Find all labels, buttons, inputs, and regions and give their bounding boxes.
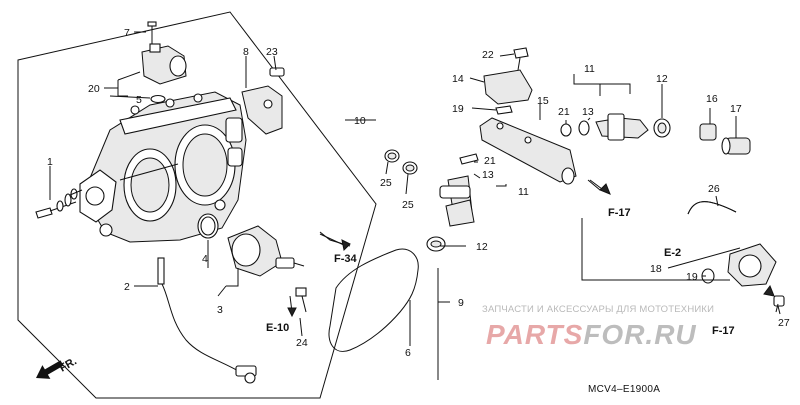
- bushings-16-17: [699, 123, 751, 155]
- ref-e10: E-10: [266, 322, 289, 334]
- callout-13a: 13: [482, 169, 494, 181]
- front-arrow-icon: [36, 360, 64, 379]
- callout-12a: 12: [476, 241, 488, 253]
- clips-25: [384, 149, 418, 175]
- callout-19a: 19: [452, 103, 464, 115]
- map-sensor-group: [141, 21, 187, 104]
- gasket-6: [328, 248, 419, 352]
- assembly-frame-10: [17, 11, 377, 399]
- callout-13b: 13: [582, 106, 594, 118]
- callout-6: 6: [405, 347, 411, 359]
- watermark-brand-part1: PARTS: [486, 319, 583, 350]
- throttle-body: [79, 91, 247, 243]
- callout-24: 24: [296, 337, 308, 349]
- callout-22: 22: [482, 49, 494, 61]
- pressure-regulator: [687, 201, 785, 315]
- injector-right: [560, 113, 671, 141]
- injectors-left: [426, 153, 479, 252]
- screws-1: [35, 188, 83, 219]
- diagram-code: MCV4–E1900A: [588, 384, 660, 395]
- callout-25b: 25: [402, 199, 414, 211]
- ref-e2: E-2: [664, 247, 681, 259]
- callout-4: 4: [202, 253, 208, 265]
- callout-27: 27: [778, 317, 790, 329]
- callout-7: 7: [124, 27, 130, 39]
- callout-11b: 11: [584, 63, 595, 75]
- callout-14: 14: [452, 73, 464, 85]
- callout-1: 1: [47, 156, 53, 168]
- callout-10: 10: [354, 115, 366, 127]
- callout-26: 26: [708, 183, 720, 195]
- callout-2: 2: [124, 281, 130, 293]
- callout-12b: 12: [656, 73, 668, 85]
- ref-f34: F-34: [334, 253, 358, 265]
- watermark-brand-part2: FOR.RU: [583, 319, 696, 350]
- callout-21a: 21: [484, 155, 496, 167]
- cover-14: [483, 47, 533, 115]
- callout-19b: 19: [686, 271, 698, 283]
- ref-f17-bottom: F-17: [712, 325, 735, 337]
- callout-9: 9: [458, 297, 464, 309]
- leader-lines: [49, 31, 779, 346]
- callout-17: 17: [730, 103, 742, 115]
- idle-air-valve-3: [197, 213, 307, 313]
- ref-f17-top: F-17: [608, 207, 631, 219]
- callout-11a: 11: [518, 186, 529, 198]
- sensor-cable-2: [157, 257, 257, 384]
- callout-23: 23: [266, 46, 278, 58]
- callout-21b: 21: [558, 106, 570, 118]
- callout-16: 16: [706, 93, 718, 105]
- callout-15: 15: [537, 95, 549, 107]
- bracket-8: [241, 67, 285, 135]
- callout-5: 5: [136, 94, 142, 106]
- callout-18: 18: [650, 263, 662, 275]
- watermark-tagline: ЗАПЧАСТИ И АКСЕССУАРЫ ДЛЯ МОТОТЕХНИКИ: [482, 304, 714, 315]
- ref-arrows: [287, 179, 775, 318]
- callout-20: 20: [88, 83, 100, 95]
- front-label: FR.: [58, 355, 79, 374]
- callout-3: 3: [217, 304, 223, 316]
- callout-8: 8: [243, 46, 249, 58]
- callout-25a: 25: [380, 177, 392, 189]
- watermark-logo: PARTSFOR.RU: [486, 319, 697, 350]
- fuel-rail-15: [479, 117, 577, 185]
